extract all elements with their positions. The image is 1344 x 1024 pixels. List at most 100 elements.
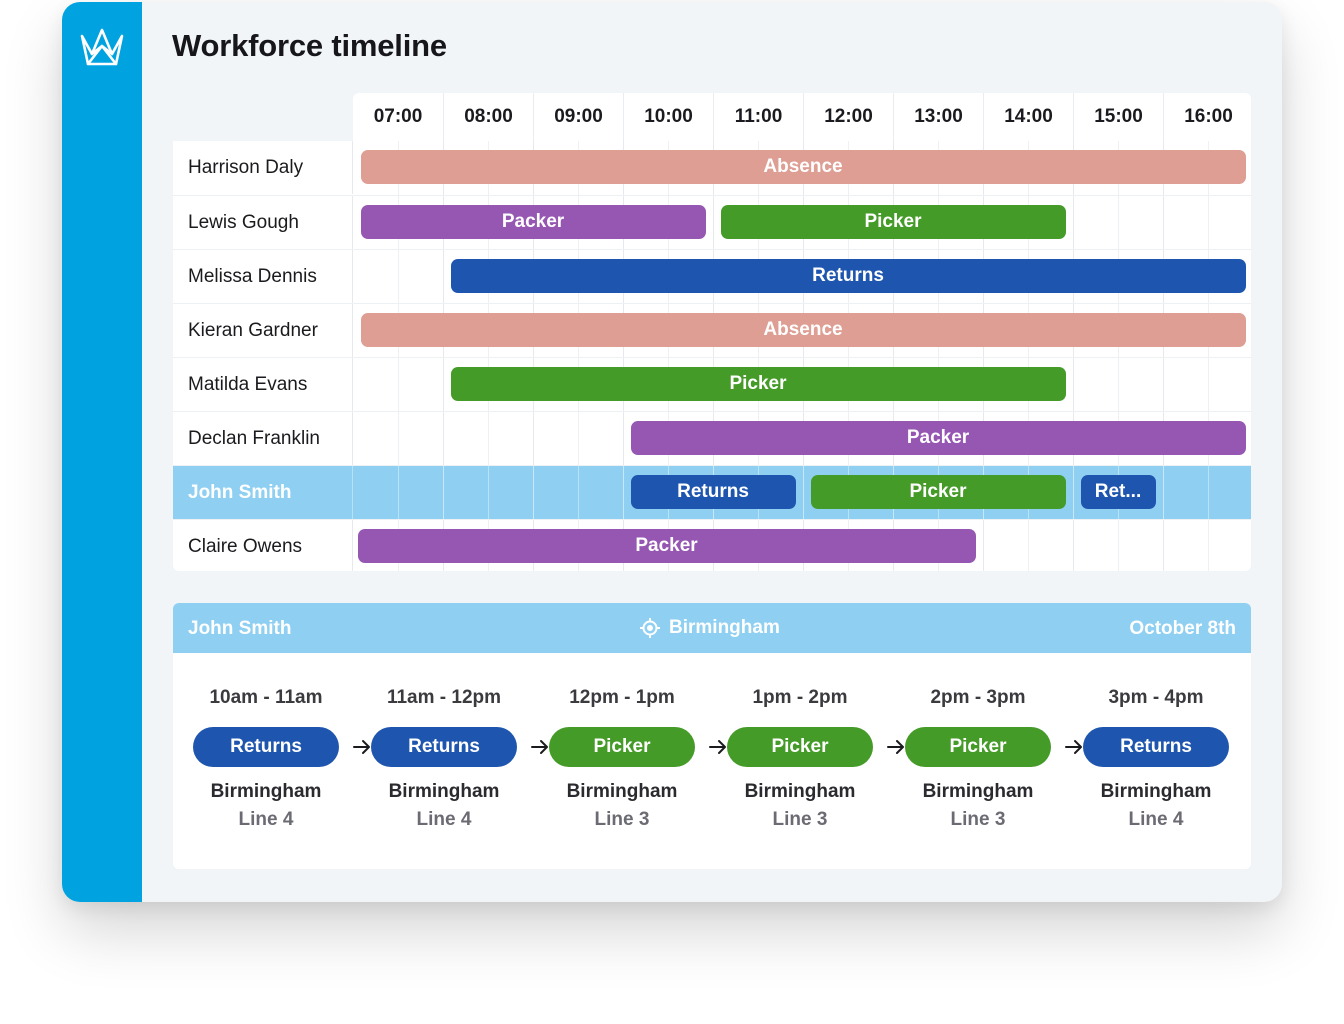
shift-bar-returns[interactable]: Ret... (1080, 475, 1156, 509)
grid-line (713, 196, 714, 250)
grid-line (1208, 466, 1209, 520)
hour-label: 13:00 (893, 93, 983, 141)
shift-bar-picker[interactable]: Picker (720, 205, 1066, 239)
grid-line (533, 466, 534, 520)
employee-name[interactable]: Harrison Daly (173, 141, 353, 194)
shift-bar-picker[interactable]: Picker (810, 475, 1066, 509)
grid-line (1208, 520, 1209, 571)
detail-date: October 8th (1129, 618, 1236, 639)
arrow-right-icon (709, 740, 726, 754)
timeline-row[interactable]: John Smith Returns Picker Ret... (173, 465, 1251, 520)
detail-employee-name: John Smith (188, 618, 292, 639)
shift-bar-packer[interactable]: Packer (360, 205, 706, 239)
slot-site: Birmingham (566, 781, 678, 802)
grid-line (443, 466, 444, 520)
grid-line (533, 412, 534, 466)
shift-bar-returns[interactable]: Returns (450, 259, 1246, 293)
slot-time: 10am - 11am (209, 687, 323, 708)
grid-line (803, 466, 804, 520)
grid-line (1163, 358, 1164, 412)
grid-line (1163, 196, 1164, 250)
shift-bar-packer[interactable]: Packer (630, 421, 1246, 455)
timeline-row[interactable]: Melissa Dennis Returns (173, 249, 1251, 304)
grid-line (443, 250, 444, 304)
grid-line (488, 466, 489, 520)
arrow-right-icon (887, 740, 904, 754)
slot-role-pill[interactable]: Returns (193, 727, 339, 767)
slot-line: Line 4 (238, 809, 294, 830)
detail-header: John Smith Birmingham October 8th (173, 603, 1251, 653)
grid-line (623, 466, 624, 520)
slot-line: Line 3 (950, 809, 1006, 830)
hour-label: 12:00 (803, 93, 893, 141)
hour-label: 16:00 (1163, 93, 1253, 141)
crown-logo-icon[interactable] (78, 24, 126, 68)
grid-line (1073, 358, 1074, 412)
shift-bar-picker[interactable]: Picker (450, 367, 1066, 401)
grid-line (1118, 358, 1119, 412)
timeline-row[interactable]: Matilda Evans Picker (173, 357, 1251, 412)
slot-role-pill[interactable]: Returns (1083, 727, 1229, 767)
grid-line (398, 466, 399, 520)
grid-line (443, 358, 444, 412)
employee-name[interactable]: Declan Franklin (173, 412, 353, 465)
slot-line: Line 4 (416, 809, 472, 830)
arrow-right-icon (353, 740, 370, 754)
employee-name[interactable]: Kieran Gardner (173, 304, 353, 357)
slot-site: Birmingham (744, 781, 856, 802)
grid-line (1163, 466, 1164, 520)
slot-line: Line 3 (772, 809, 828, 830)
slot-site: Birmingham (922, 781, 1034, 802)
employee-name[interactable]: Claire Owens (173, 520, 353, 571)
slot-role-pill[interactable]: Picker (905, 727, 1051, 767)
slot-site: Birmingham (1100, 781, 1212, 802)
hour-label: 08:00 (443, 93, 533, 141)
grid-line (578, 412, 579, 466)
employee-name[interactable]: Matilda Evans (173, 358, 353, 411)
grid-line (1073, 520, 1074, 571)
location-target-icon (640, 618, 660, 638)
employee-name[interactable]: John Smith (173, 466, 353, 519)
detail-location: Birmingham (639, 603, 780, 653)
slot-role-pill[interactable]: Returns (371, 727, 517, 767)
hour-label: 10:00 (623, 93, 713, 141)
grid-line (578, 466, 579, 520)
shift-bar-absence[interactable]: Absence (360, 150, 1246, 184)
grid-line (1163, 520, 1164, 571)
grid-line (1073, 466, 1074, 520)
grid-line (1208, 196, 1209, 250)
grid-line (1028, 520, 1029, 571)
hour-label: 14:00 (983, 93, 1073, 141)
slot-line: Line 4 (1128, 809, 1184, 830)
shift-detail-card: John Smith Birmingham October 8th 10am -… (173, 603, 1251, 869)
employee-name[interactable]: Melissa Dennis (173, 250, 353, 303)
slot-role-pill[interactable]: Picker (727, 727, 873, 767)
slot-site: Birmingham (210, 781, 322, 802)
slot-line: Line 3 (594, 809, 650, 830)
grid-line (398, 250, 399, 304)
detail-location-text: Birmingham (669, 617, 780, 638)
shift-bar-packer[interactable]: Packer (357, 529, 976, 563)
shift-bar-returns[interactable]: Returns (630, 475, 796, 509)
grid-line (1073, 196, 1074, 250)
slot-role-pill[interactable]: Picker (549, 727, 695, 767)
grid-line (398, 358, 399, 412)
slot-site: Birmingham (388, 781, 500, 802)
sidebar (62, 2, 142, 902)
shift-bar-absence[interactable]: Absence (360, 313, 1246, 347)
slot-time: 11am - 12pm (386, 687, 502, 708)
slot-time: 12pm - 1pm (569, 687, 675, 708)
employee-name[interactable]: Lewis Gough (173, 196, 353, 249)
timeline-row[interactable]: Declan Franklin Packer (173, 411, 1251, 466)
